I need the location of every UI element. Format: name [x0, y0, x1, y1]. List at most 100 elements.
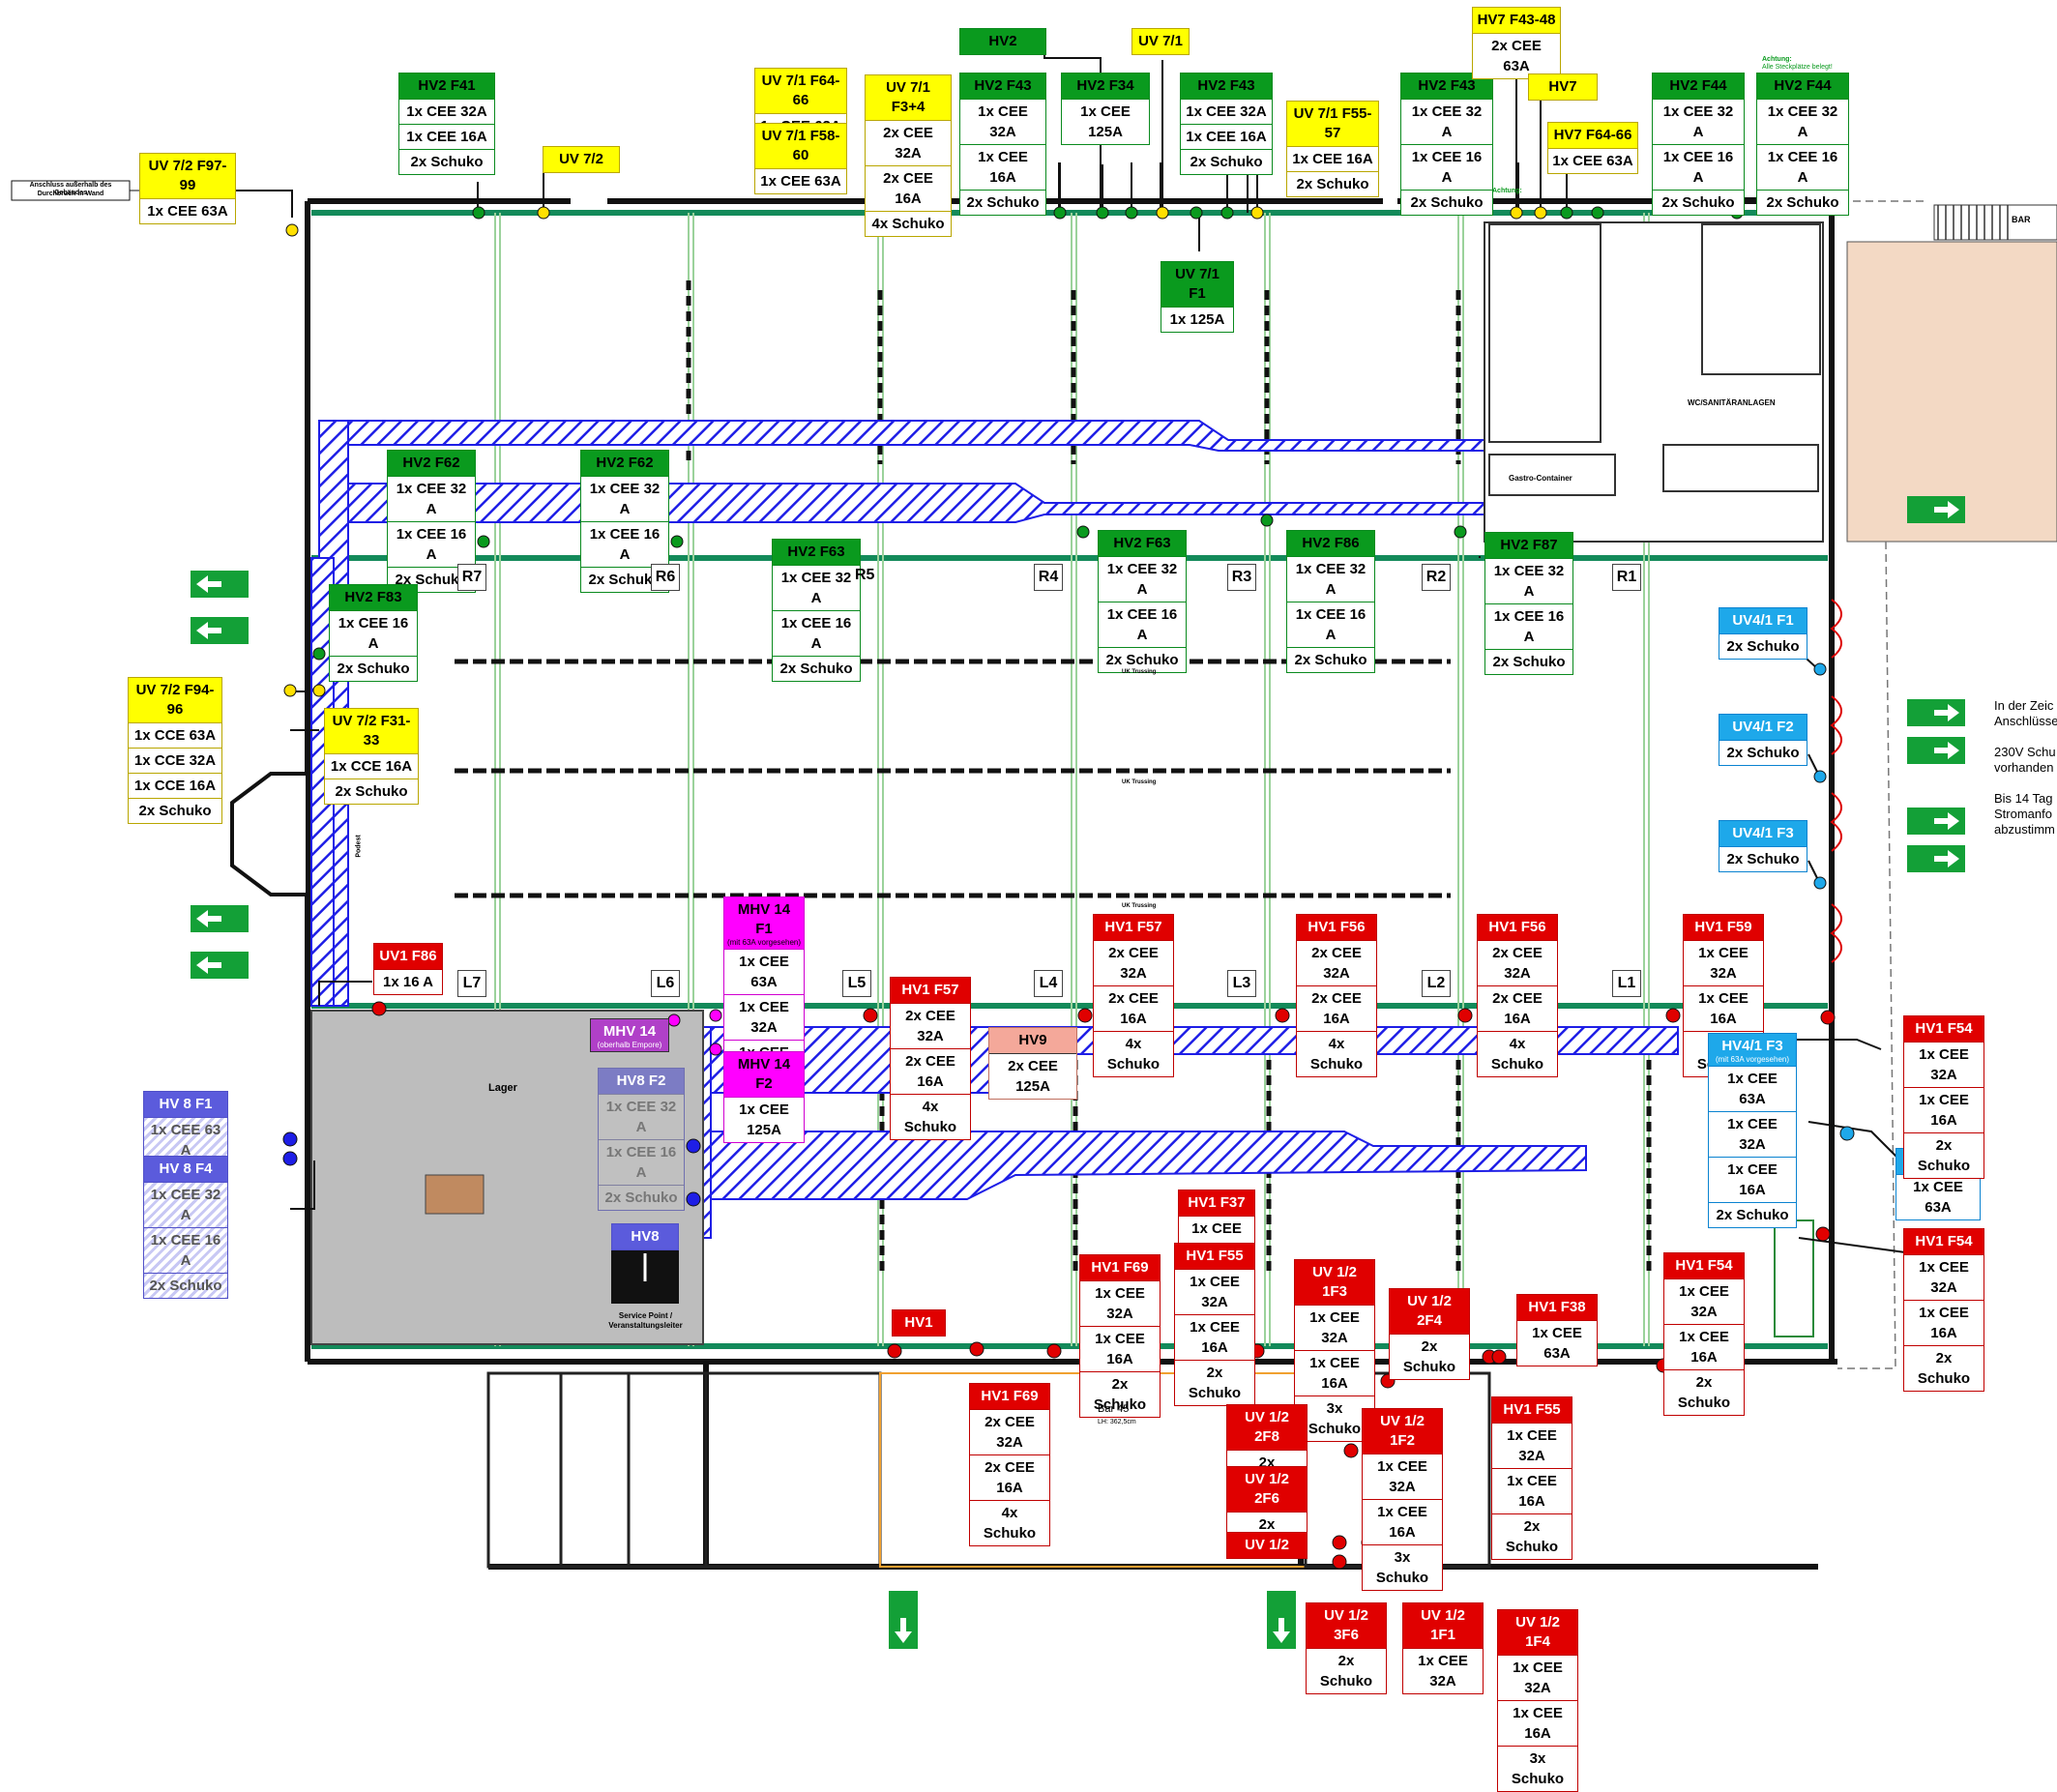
box-row: 1x CEE 16A — [1904, 1087, 1984, 1132]
box-title: UV 7/1 — [1132, 29, 1189, 54]
box-row: 1x CEE 16 A — [1099, 602, 1186, 647]
box-row: 1x CEE 32 A — [144, 1182, 227, 1227]
right-note-1b: Anschlüsse — [1994, 714, 2057, 728]
box-row: 2x CEE 32A — [891, 1003, 970, 1048]
box-row: 2x Schuko — [144, 1273, 227, 1298]
box-row: 1x CEE 16 A — [1401, 144, 1492, 190]
gastro-label: Gastro-Container — [1509, 474, 1572, 483]
box-title: UV4/1 F2 — [1719, 715, 1807, 740]
box-row: 1x CEE 16A — [1498, 1700, 1577, 1746]
box-row: 1x CEE 63A — [1548, 148, 1637, 173]
row-label-l2: L2 — [1422, 970, 1451, 997]
box-row: 1x CEE 32 A — [1757, 99, 1848, 144]
box-title: HV 8 F4 — [144, 1157, 227, 1182]
box-row: 1x CEE 32A — [1904, 1042, 1984, 1087]
box-row: 2x Schuko — [773, 656, 860, 681]
box-row: 4x Schuko — [970, 1500, 1049, 1545]
box-row: 1x CEE 16A — [1664, 1324, 1744, 1369]
box-title: HV2 F86 — [1287, 531, 1374, 556]
box-row: 2x Schuko — [1904, 1132, 1984, 1178]
achtung-text: Alle Steckplätze belegt! — [1762, 64, 1833, 71]
box-title: HV1 F59 — [1684, 915, 1763, 940]
box-row: 1x CEE 32A — [960, 99, 1045, 144]
box-hv2-top: HV2 — [959, 28, 1046, 55]
box-row: 2x Schuko — [960, 190, 1045, 215]
box-mhv14: MHV 14(oberhalb Empore) — [590, 1018, 669, 1052]
box-row: 2x CEE 32A — [970, 1409, 1049, 1454]
box-title: HV2 F83 — [330, 585, 417, 610]
box-row: 1x CEE 63A — [1709, 1066, 1796, 1111]
box-title: HV2 F43 — [960, 73, 1045, 99]
box-row: 1x CCE 63A — [129, 722, 221, 748]
box-row: 2x Schuko — [399, 149, 494, 174]
row-label-r4: R4 — [1034, 564, 1063, 591]
box-row: 2x Schuko — [1390, 1334, 1469, 1379]
box-title: HV8 — [612, 1224, 678, 1249]
row-label-r2: R2 — [1422, 564, 1451, 591]
box-row: 1x CEE 32A — [724, 994, 804, 1040]
box-title: HV4/1 F3 — [1709, 1034, 1796, 1059]
box-row: 1x CEE 32 A — [1485, 558, 1572, 603]
box-row: 1x CEE 16A — [960, 144, 1045, 190]
box-row: 1x CEE 16 A — [330, 610, 417, 656]
box-row: 1x CEE 32 A — [1401, 99, 1492, 144]
box-row: 3x Schuko — [1363, 1544, 1442, 1590]
box-title: HV9 — [989, 1028, 1076, 1053]
bar-area — [1846, 241, 2057, 543]
box-row: 2x Schuko — [325, 778, 418, 804]
box-row: 1x CEE 32 A — [1287, 556, 1374, 602]
box-title: HV1 F54 — [1904, 1229, 1984, 1254]
achtung-title-2: Achtung: — [1492, 188, 1522, 194]
box-row: 1x CEE 32A — [1684, 940, 1763, 985]
box-title: HV7 F64-66 — [1548, 123, 1637, 148]
box-uv71-top: UV 7/1 — [1131, 28, 1190, 55]
box-title: HV1 F69 — [1080, 1255, 1160, 1280]
box-row: 1x CEE 16A — [1904, 1300, 1984, 1345]
box-title: HV2 F44 — [1757, 73, 1848, 99]
row-label-r7: R7 — [457, 564, 486, 591]
box-title: HV2 F87 — [1485, 533, 1572, 558]
box-row: 1x CEE 16 A — [1485, 603, 1572, 649]
box-uv12: UV 1/2 — [1226, 1532, 1308, 1559]
box-hv8: HV8 — [611, 1223, 679, 1250]
box-title: UV 7/2 — [544, 147, 619, 172]
row-label-r6: R6 — [651, 564, 680, 591]
box-row: 2x Schuko — [1080, 1371, 1160, 1417]
box-row: 1x 16 A — [374, 969, 442, 994]
box-row: 1x CEE 63 A — [144, 1117, 227, 1162]
box-row: 1x CEE 32A — [1904, 1254, 1984, 1300]
anschluss-note-1: Anschluss außerhalb des Gebäudes — [29, 182, 112, 196]
row-label-l1: L1 — [1612, 970, 1641, 997]
box-row: 1x CEE 32A — [1181, 99, 1272, 124]
right-note-3a: Bis 14 Tag — [1994, 791, 2053, 806]
anschluss-note-2: Durchbruch in Wand — [37, 191, 104, 197]
row-label-l7: L7 — [457, 970, 486, 997]
box-row: 2x Schuko — [1664, 1369, 1744, 1415]
box-row: 1x CEE 63A — [755, 168, 846, 193]
box-row: 2x Schuko — [1287, 171, 1378, 196]
box-row: 2x Schuko — [330, 656, 417, 681]
box-title: UV 1/2 2F8 — [1227, 1405, 1307, 1450]
box-row: 2x CEE 16A — [1094, 985, 1173, 1031]
right-note-2b: vorhanden — [1994, 760, 2054, 775]
box-title: UV 1/2 1F2 — [1363, 1409, 1442, 1454]
box-title: UV 7/1 F3+4 — [866, 75, 951, 120]
box-row: 2x Schuko — [1181, 149, 1272, 174]
podest-label: Podest — [355, 835, 363, 858]
box-title: UV 1/2 2F6 — [1227, 1467, 1307, 1512]
wc-area — [1484, 221, 1824, 543]
box-row: 2x Schuko — [1653, 190, 1744, 215]
box-row: 1x CEE 16 A — [1287, 602, 1374, 647]
